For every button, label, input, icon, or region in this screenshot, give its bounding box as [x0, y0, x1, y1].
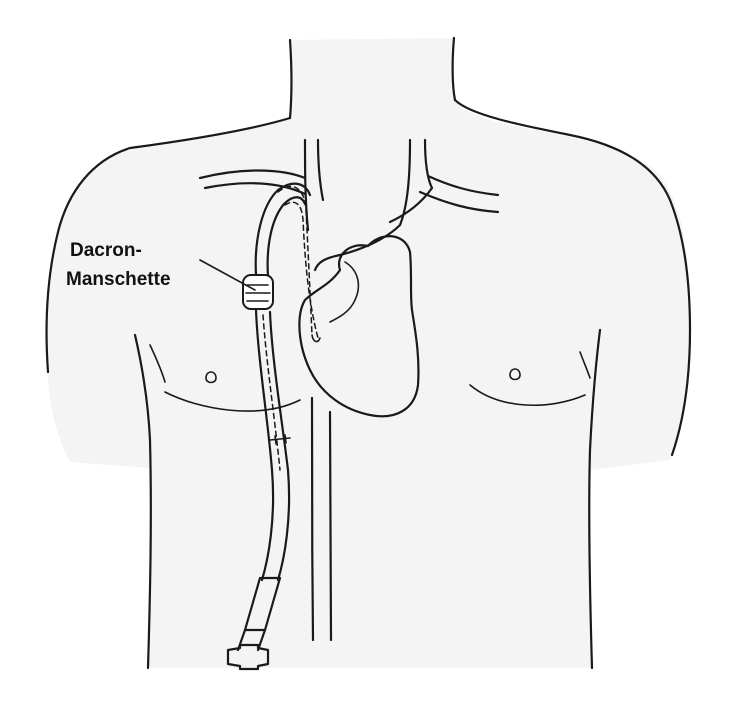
torso-fill	[46, 38, 690, 668]
torso	[46, 38, 690, 668]
vena-cava-right	[330, 412, 331, 640]
dacron-cuff-body	[243, 275, 273, 309]
vena-cava-left	[312, 398, 313, 640]
cuff-label-line2: Manschette	[66, 269, 171, 290]
neck-left-outline	[290, 40, 292, 118]
dacron-cuff	[243, 275, 273, 309]
neck-right-outline	[453, 38, 455, 100]
cuff-label-line1: Dacron-	[70, 240, 142, 261]
